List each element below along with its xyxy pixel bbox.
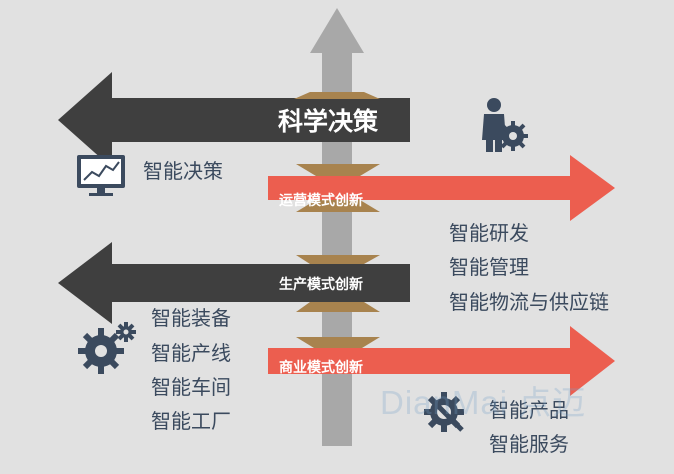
business-label: 商业模式创新 bbox=[279, 360, 363, 376]
production-arrow bbox=[58, 242, 410, 324]
decision-arrow bbox=[58, 72, 410, 168]
operation-item-rd: 智能研发 bbox=[449, 221, 529, 245]
operation-item-management: 智能管理 bbox=[449, 255, 529, 279]
operation-fold-bottom bbox=[296, 200, 380, 212]
decision-fold bbox=[294, 92, 380, 99]
gears-icon bbox=[78, 322, 136, 374]
operation-fold bbox=[296, 164, 380, 176]
production-label: 生产模式创新 bbox=[279, 277, 363, 293]
business-arrow bbox=[268, 326, 615, 396]
production-item-line: 智能产线 bbox=[151, 341, 231, 365]
operation-item-logistics: 智能物流与供应链 bbox=[449, 290, 609, 314]
business-item-service: 智能服务 bbox=[489, 432, 569, 456]
watermark: DianMai 点迈 bbox=[380, 384, 587, 421]
operation-arrow bbox=[268, 155, 615, 221]
monitor-chart-icon bbox=[77, 155, 125, 196]
wrench-gear-icon bbox=[424, 392, 464, 432]
production-fold bbox=[296, 255, 380, 264]
business-fold bbox=[296, 337, 380, 348]
decision-item: 智能决策 bbox=[143, 159, 223, 183]
production-fold-bottom bbox=[296, 302, 380, 312]
production-item-equipment: 智能装备 bbox=[151, 306, 231, 330]
production-item-workshop: 智能车间 bbox=[151, 375, 231, 399]
business-item-product: 智能产品 bbox=[489, 398, 569, 422]
decision-label: 科学决策 bbox=[278, 107, 379, 136]
businessman-gear-icon bbox=[482, 98, 528, 152]
vertical-arrow bbox=[310, 8, 364, 446]
decision-label-box bbox=[268, 100, 408, 138]
production-item-factory: 智能工厂 bbox=[151, 409, 231, 433]
operation-label: 运营模式创新 bbox=[279, 193, 363, 209]
